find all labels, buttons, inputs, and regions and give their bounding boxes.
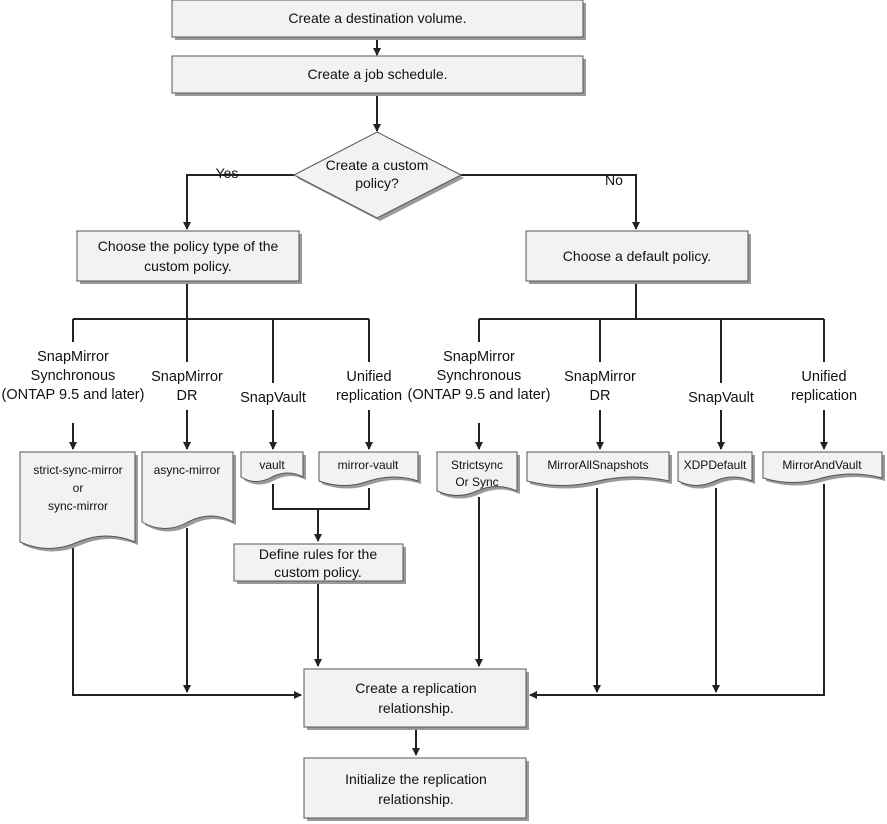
define-rules-line1: Define rules for the: [259, 546, 377, 562]
create-volume-step: Create a destination volume.: [171, 0, 586, 40]
custom-sync-label-3: (ONTAP 9.5 and later): [2, 387, 145, 403]
doc-sync-line3: sync-mirror: [48, 499, 108, 513]
custom-unified-label-2: replication: [336, 388, 402, 404]
arrow-sync-to-create-rel: [72, 548, 302, 699]
default-dr-label-2: DR: [590, 388, 611, 404]
create-rel-line1: Create a replication: [355, 680, 476, 696]
custom-dr-label-1: SnapMirror: [151, 369, 223, 385]
choose-default-label: Choose a default policy.: [563, 248, 711, 264]
arrow-yes-branch: [183, 174, 294, 230]
custom-unified-label-1: Unified: [346, 369, 391, 385]
choose-policy-type-step: Choose the policy type of the custom pol…: [76, 230, 302, 284]
doc-xdpdefault-label: XDPDefault: [684, 458, 747, 472]
custom-policy-decision: Create a custom policy?: [292, 131, 464, 221]
doc-mirrorallsnapshots: MirrorAllSnapshots: [526, 451, 672, 489]
choose-type-line1: Choose the policy type of the: [98, 238, 279, 254]
custom-dr-label-2: DR: [177, 388, 198, 404]
doc-dr-label: async-mirror: [154, 463, 221, 477]
default-sync-label-3: (ONTAP 9.5 and later): [408, 387, 551, 403]
doc-sync-line1: strict-sync-mirror: [33, 463, 122, 477]
init-rel-line2: relationship.: [378, 791, 454, 807]
initialize-relationship-step: Initialize the replication relationship.: [303, 757, 529, 821]
doc-mirrorandvault: MirrorAndVault: [762, 451, 885, 486]
create-schedule-label: Create a job schedule.: [307, 66, 447, 82]
decision-label-line1: Create a custom: [326, 157, 429, 173]
custom-sync-label-1: SnapMirror: [37, 349, 109, 365]
choose-default-policy-step: Choose a default policy.: [525, 230, 751, 284]
doc-unified-label: mirror-vault: [338, 458, 399, 472]
default-dr-label-1: SnapMirror: [564, 369, 636, 385]
custom-vault-label: SnapVault: [240, 390, 306, 406]
create-rel-line2: relationship.: [378, 700, 454, 716]
vault-merge: [272, 484, 370, 510]
doc-xdpdefault: XDPDefault: [677, 451, 755, 489]
doc-strictsync: Strictsync Or Sync: [436, 451, 520, 499]
doc-vault-label: vault: [259, 458, 285, 472]
custom-branch-labels: SnapMirror Synchronous (ONTAP 9.5 and la…: [2, 349, 403, 406]
doc-strictsync-line2: Or Sync: [455, 475, 498, 489]
arrow-mirrorandvault-to-create-rel: [529, 484, 825, 699]
create-schedule-step: Create a job schedule.: [171, 55, 586, 96]
custom-sync-label-2: Synchronous: [31, 368, 116, 384]
default-unified-label-2: replication: [791, 388, 857, 404]
init-rel-line1: Initialize the replication: [345, 771, 487, 787]
default-sync-label-1: SnapMirror: [443, 349, 515, 365]
doc-strict-sync-mirror: strict-sync-mirror or sync-mirror: [19, 451, 138, 552]
yes-label: Yes: [216, 165, 239, 181]
default-branch-labels: SnapMirror Synchronous (ONTAP 9.5 and la…: [408, 349, 858, 406]
default-unified-label-1: Unified: [801, 369, 846, 385]
doc-vault: vault: [240, 451, 306, 485]
doc-strictsync-line1: Strictsync: [451, 458, 503, 472]
connectors: [69, 38, 828, 756]
arrow-no-branch: [461, 174, 640, 230]
doc-sync-line2: or: [73, 481, 84, 495]
decision-label-line2: policy?: [355, 175, 399, 191]
create-relationship-step: Create a replication relationship.: [303, 668, 529, 730]
doc-mirrorandvault-label: MirrorAndVault: [782, 458, 862, 472]
no-label: No: [605, 172, 623, 188]
default-sync-label-2: Synchronous: [437, 368, 522, 384]
doc-mirrorall-label: MirrorAllSnapshots: [547, 458, 648, 472]
choose-type-line2: custom policy.: [144, 258, 232, 274]
default-vault-label: SnapVault: [688, 390, 754, 406]
doc-mirror-vault: mirror-vault: [318, 451, 421, 489]
create-volume-label: Create a destination volume.: [288, 10, 466, 26]
define-rules-step: Define rules for the custom policy.: [233, 543, 406, 584]
doc-async-mirror: async-mirror: [141, 451, 236, 532]
define-rules-line2: custom policy.: [274, 564, 362, 580]
